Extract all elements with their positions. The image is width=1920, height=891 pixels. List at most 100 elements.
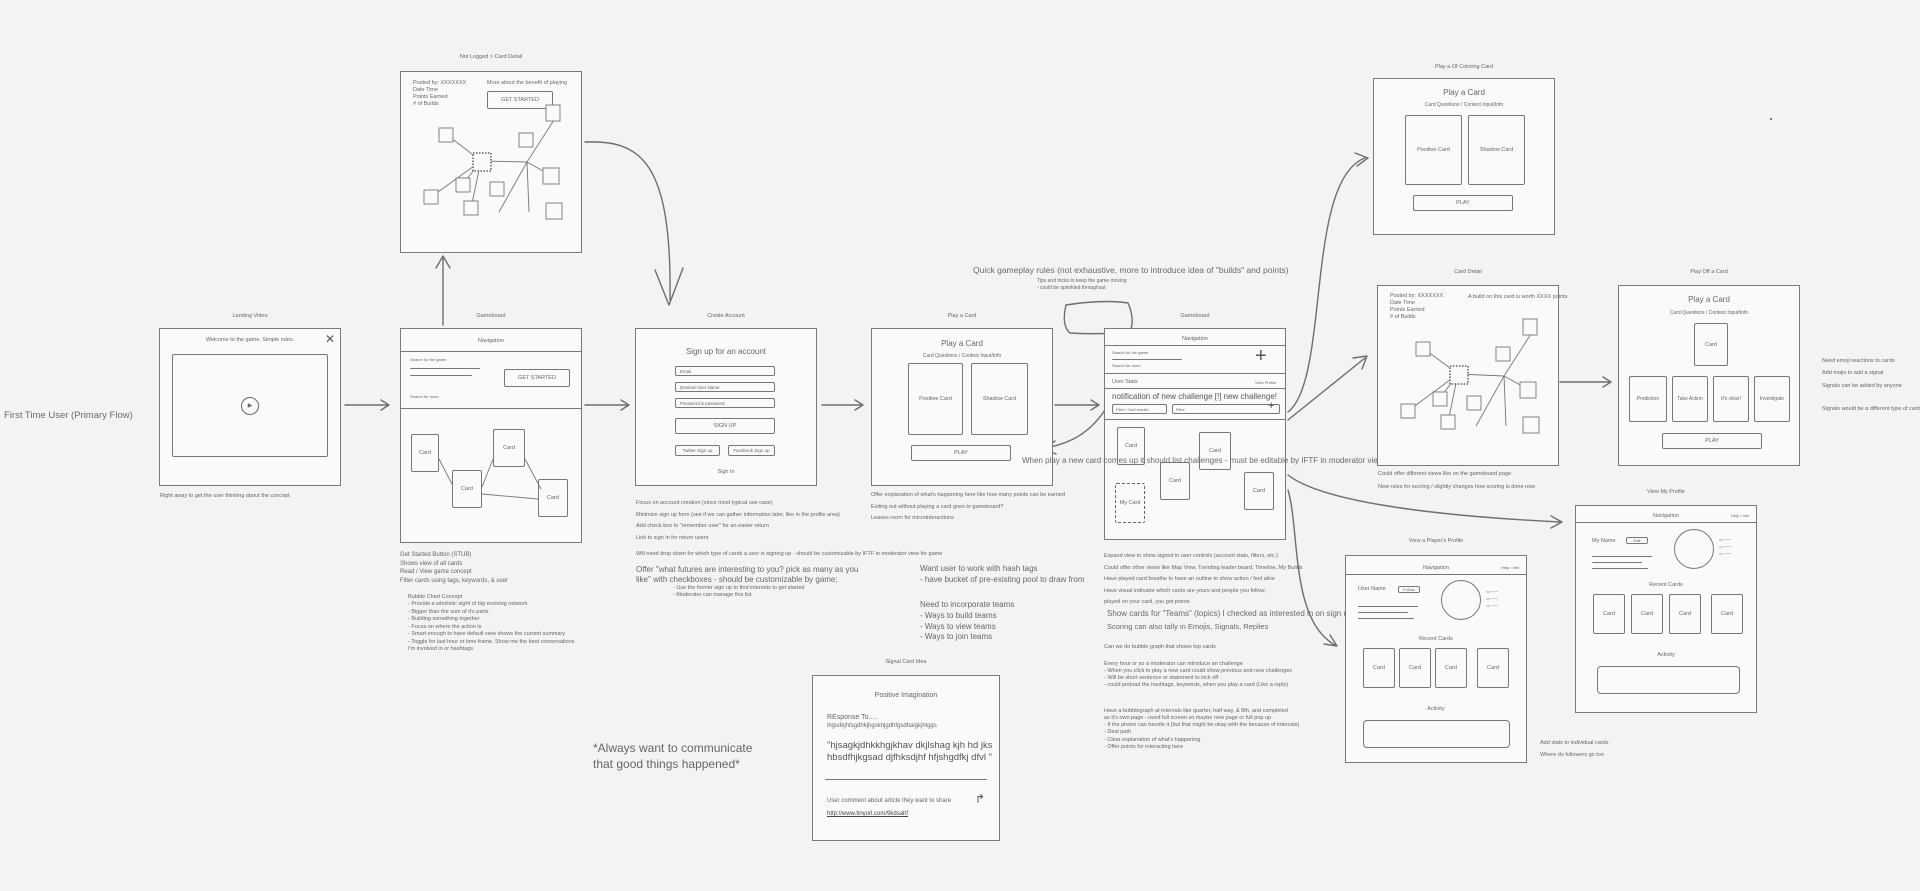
landing-welcome-text: Welcome to the game. Simple rules.	[205, 337, 295, 343]
my-card[interactable]: My Card	[1115, 483, 1145, 523]
teams-note: Need to incorporate teams - Ways to buil…	[920, 600, 1015, 642]
get-started-button[interactable]: GET STARTED	[487, 91, 553, 109]
coloring-card-label: Play a Of Coloring Card	[1434, 64, 1494, 70]
get-started-button[interactable]: GET STARTED	[504, 369, 570, 387]
emoji-notes: Need emoji reactions to cards Add mojis …	[1822, 358, 1902, 389]
take-action-option[interactable]: Take Action	[1672, 376, 1708, 422]
hashtag-note: Want user to work with hash tags - have …	[920, 564, 1085, 584]
coloring-card-frame: Play a Card Card Questions / Context Inp…	[1373, 78, 1555, 235]
play-button[interactable]: PLAY	[1413, 195, 1513, 211]
my-profile-frame: Navigation Help / Info My Name Edit ▭ ──…	[1575, 505, 1757, 713]
gameboard-notes: Get Started Button (STUB) Shows view of …	[400, 552, 509, 585]
landing-frame-label: Landing Video	[232, 313, 268, 319]
card[interactable]: Card	[411, 434, 439, 472]
always-communicate-note: *Always want to communicate that good th…	[593, 741, 753, 772]
user-stats-link[interactable]: User Stats	[1112, 379, 1138, 385]
player-profile-frame: Navigation Help / Info User Name Follow …	[1345, 555, 1527, 763]
share-icon[interactable]: ↱	[975, 792, 986, 806]
nav-bar[interactable]: Navigation	[1423, 565, 1449, 571]
twitter-signup-button[interactable]: Twitter Sign up	[675, 445, 720, 456]
activity-feed	[1597, 666, 1740, 694]
user-name: User Name	[1358, 586, 1386, 592]
nav-bar[interactable]: Navigation	[1182, 336, 1208, 342]
edit-button[interactable]: Edit	[1626, 537, 1648, 544]
create-account-frame: Sign up for an account Email Desired Use…	[635, 328, 817, 486]
play-card-title: Play a Card	[941, 339, 983, 348]
nav-bar[interactable]: Navigation	[478, 338, 504, 344]
avatar	[1441, 580, 1481, 620]
offer-subnote: - Use the former sign up to find interes…	[673, 585, 805, 599]
coloring-title: Play a Card	[1443, 88, 1485, 97]
play-off-title: Play a Card	[1688, 295, 1730, 304]
search-more[interactable]: Search for more	[410, 394, 439, 399]
coloring-sub: Card Questions / Context Input/Info	[1424, 102, 1504, 108]
card[interactable]: Card	[1477, 648, 1509, 688]
challenge-notification[interactable]: notification of new challenge [!] new ch…	[1112, 392, 1277, 401]
signal-quote: "hjsagkjdhkkhgjkhav dkjlshag kjh hd jks …	[827, 740, 993, 764]
card[interactable]: Card	[1363, 648, 1395, 688]
shadow-card[interactable]: Shadow Card	[1468, 115, 1525, 185]
play-off-frame: Play a Card Card Questions / Context Inp…	[1618, 285, 1800, 466]
help-link[interactable]: Help / Info	[1501, 565, 1520, 570]
card[interactable]: Card	[493, 429, 525, 467]
stats-list: ▭ ──▭ ──▭ ──	[1719, 537, 1731, 557]
its-clear-option[interactable]: It's clear!	[1713, 376, 1749, 422]
bubble-network-sketch	[1400, 318, 1540, 434]
view-profile-link[interactable]: View Profile	[1255, 380, 1277, 385]
landing-video-frame: Welcome to the game. Simple rules. ✕ ▶	[159, 328, 341, 486]
play-button[interactable]: PLAY	[1662, 433, 1762, 449]
card[interactable]: Card	[1711, 594, 1743, 634]
investigate-option[interactable]: Investigate	[1754, 376, 1790, 422]
meta-builds: # of Builds	[413, 100, 439, 107]
search-more[interactable]: Search for more	[1112, 363, 1141, 368]
card[interactable]: Card	[538, 479, 568, 517]
follow-button[interactable]: Follow	[1398, 586, 1420, 593]
signal-card-label: Signal Card Idea	[885, 659, 927, 665]
shadow-card[interactable]: Shadow Card	[971, 363, 1028, 435]
card[interactable]: Card	[1117, 427, 1145, 465]
card-meta: Posted by: XXXXXXX Date Time Points Earn…	[1390, 293, 1444, 320]
card[interactable]: Card	[1244, 472, 1274, 510]
signup-title: Sign up for an account	[685, 347, 767, 356]
activity-feed	[1363, 720, 1510, 748]
nav-bar[interactable]: Navigation	[1653, 513, 1679, 519]
card-detail-top-frame: Posted by: XXXXXXX Date Time Points Earn…	[400, 71, 582, 253]
close-icon[interactable]: ✕	[324, 332, 335, 346]
plus-icon[interactable]: +	[1255, 345, 1267, 367]
card[interactable]: Card	[1160, 462, 1190, 500]
play-button[interactable]: PLAY	[911, 445, 1011, 461]
card-detail2-notes: Could offer different views like on the …	[1378, 471, 1536, 490]
prediction-option[interactable]: Prediction	[1629, 376, 1667, 422]
play-card-notes: Offer explanation of what's happening he…	[871, 492, 1065, 522]
activity-heading: Activity	[1427, 706, 1445, 712]
filter-input[interactable]: Filter	[1172, 404, 1280, 414]
signup-button[interactable]: SIGN UP	[675, 418, 775, 434]
gameboard2-frame: Navigation Search for the game Search fo…	[1104, 328, 1286, 540]
email-field[interactable]: Email	[675, 366, 775, 376]
recent-cards-heading: Recent Cards	[1419, 636, 1453, 642]
username-field[interactable]: Desired User Name	[675, 382, 775, 392]
card[interactable]: Card	[1199, 432, 1231, 470]
card[interactable]: Card	[1669, 594, 1701, 634]
card[interactable]: Card	[1399, 648, 1431, 688]
signin-link[interactable]: Sign In	[717, 469, 735, 475]
positive-card[interactable]: Positive Card	[1405, 115, 1462, 185]
video-player[interactable]: ▶	[172, 354, 328, 457]
dropdown-note: Will need drop down for which type of ca…	[636, 551, 943, 557]
card[interactable]: Card	[452, 470, 482, 508]
my-profile-notes: Add stats to individual cards Where do f…	[1540, 740, 1609, 759]
card[interactable]: Card	[1694, 323, 1728, 366]
password-field[interactable]: Password & password	[675, 398, 775, 408]
positive-card[interactable]: Positive Card	[908, 363, 963, 435]
facebook-signup-button[interactable]: Facebook Sign up	[728, 445, 775, 456]
article-link[interactable]: http://www.tinyurl.com/9kdsahf	[827, 811, 909, 817]
plus-icon[interactable]: +	[1268, 400, 1275, 412]
card[interactable]: Card	[1435, 648, 1467, 688]
filter-sort-input[interactable]: Filter / Sort results	[1112, 404, 1167, 414]
card[interactable]: Card	[1631, 594, 1663, 634]
play-icon[interactable]: ▶	[241, 396, 259, 415]
build-points-hint: A build on this card is worth XXXX point…	[1468, 294, 1568, 300]
help-link[interactable]: Help / Info	[1731, 513, 1750, 518]
card[interactable]: Card	[1593, 594, 1625, 634]
